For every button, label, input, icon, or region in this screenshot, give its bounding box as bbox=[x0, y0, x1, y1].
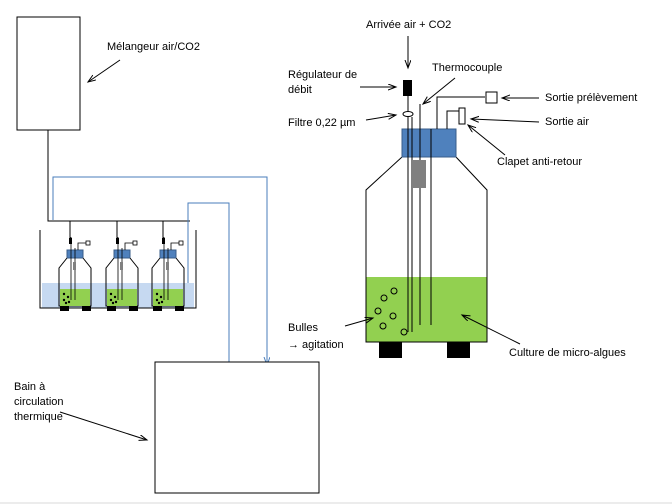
bottle-cap bbox=[401, 128, 457, 158]
thermal-bath-box bbox=[154, 361, 320, 494]
check-valve-arrow-icon bbox=[468, 125, 506, 156]
regulator-label-line2: débit bbox=[288, 84, 312, 96]
bath-label-line2: circulation bbox=[14, 396, 64, 408]
thermocouple-arrow-icon bbox=[423, 77, 456, 104]
mixer-arrow-icon bbox=[88, 59, 121, 82]
bubble-icon bbox=[380, 294, 388, 302]
bubbles-arrow-icon bbox=[344, 318, 373, 327]
thermocouple-sensor bbox=[413, 160, 426, 188]
flow-regulator bbox=[403, 80, 412, 96]
filter-label: Filtre 0,22 µm bbox=[288, 117, 355, 129]
bath-arrow-icon bbox=[59, 411, 147, 440]
culture-label: Culture de micro-algues bbox=[509, 347, 626, 359]
air-outlet-arrow-icon bbox=[471, 119, 540, 123]
check-valve bbox=[458, 107, 466, 125]
filter-arrow-icon bbox=[365, 115, 396, 121]
circulation-pipe-return bbox=[188, 202, 230, 365]
check-valve-label: Clapet anti-retour bbox=[497, 156, 582, 168]
bath-label-line3: thermique bbox=[14, 411, 63, 423]
mixer-box bbox=[16, 16, 81, 131]
air-outlet-label: Sortie air bbox=[545, 116, 589, 128]
large-bottle bbox=[365, 91, 498, 358]
bubbles-label-line1: Bulles bbox=[288, 322, 318, 334]
inlet-label: Arrivée air + CO2 bbox=[366, 19, 451, 31]
gas-line bbox=[47, 130, 190, 222]
small-bottle-3 bbox=[151, 237, 185, 311]
circulation-pipe-out bbox=[52, 176, 267, 365]
sampling-port bbox=[485, 91, 498, 104]
bath-label-line1: Bain à bbox=[14, 381, 46, 393]
mixer-label: Mélangeur air/CO2 bbox=[107, 41, 200, 53]
culture-arrow-icon bbox=[462, 315, 521, 345]
regulator-label-line1: Régulateur de bbox=[288, 69, 357, 81]
small-bottle-1 bbox=[58, 237, 92, 311]
bubbles-label-line2: → agitation bbox=[288, 339, 344, 351]
filter-icon bbox=[402, 111, 414, 117]
sampling-outlet-label: Sortie prélèvement bbox=[545, 92, 637, 104]
thermocouple-label: Thermocouple bbox=[432, 62, 502, 74]
small-bottle-2 bbox=[105, 237, 139, 311]
